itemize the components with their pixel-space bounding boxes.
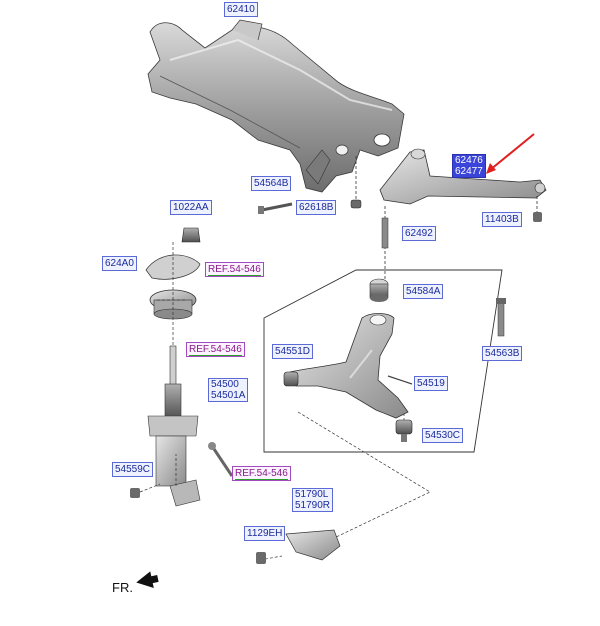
label-54530c[interactable]: 54530C bbox=[422, 428, 464, 443]
dashed-connectors bbox=[155, 299, 431, 561]
label-strut-b: 54501A bbox=[211, 390, 246, 401]
label-ref-mid[interactable]: REF.54-546 bbox=[186, 342, 245, 357]
label-1129eh[interactable]: 1129EH bbox=[244, 526, 286, 541]
label-51790l: 51790L bbox=[295, 489, 329, 500]
label-strut-a: 54500 bbox=[211, 379, 239, 390]
bolt-54564b-illustration bbox=[258, 202, 293, 214]
arm-62477-illustration bbox=[379, 148, 547, 205]
clip-54519-illustration bbox=[387, 375, 413, 385]
label-ref-top[interactable]: REF.54-546 bbox=[205, 262, 264, 277]
bolt-62492-illustration bbox=[381, 217, 389, 249]
callout-arrow-head bbox=[486, 163, 496, 174]
bolt-11403b-illustration bbox=[533, 212, 542, 222]
label-62618b[interactable]: 62618B bbox=[296, 200, 337, 215]
bush-54584a-illustration bbox=[369, 278, 389, 302]
label-51790r: 51790R bbox=[295, 500, 331, 511]
callout-arrow-line bbox=[489, 133, 535, 171]
ref-low-text: REF.54-546 bbox=[235, 468, 288, 480]
label-624a0[interactable]: 624A0 bbox=[102, 256, 137, 271]
label-54559c[interactable]: 54559C bbox=[112, 462, 154, 477]
label-11403b[interactable]: 11403B bbox=[482, 212, 522, 227]
nut-1022aa-illustration bbox=[181, 227, 201, 243]
strut-54500-illustration bbox=[147, 345, 201, 507]
label-arm-62476-62477[interactable]: 62476 62477 bbox=[452, 154, 486, 178]
label-54564b[interactable]: 54564B bbox=[251, 176, 292, 191]
label-1022aa[interactable]: 1022AA bbox=[170, 200, 212, 215]
nut-54559c-illustration bbox=[130, 488, 140, 498]
arm-bush-illustration bbox=[283, 371, 299, 387]
ref-mid-text: REF.54-546 bbox=[189, 344, 242, 356]
label-subframe[interactable]: 62410 bbox=[224, 2, 258, 17]
arm-54551d-illustration bbox=[289, 313, 409, 419]
joint-54530c-illustration bbox=[395, 419, 413, 442]
label-strut[interactable]: 54500 54501A bbox=[208, 378, 249, 402]
label-ref-low[interactable]: REF.54-546 bbox=[232, 466, 291, 481]
stabilizer-link-illustration bbox=[210, 445, 234, 477]
bolt-54563b-illustration bbox=[497, 301, 505, 337]
label-arm-lower: 62477 bbox=[455, 166, 483, 177]
knuckle-51790-illustration bbox=[285, 529, 341, 561]
label-54519[interactable]: 54519 bbox=[414, 376, 448, 391]
label-62492[interactable]: 62492 bbox=[402, 226, 436, 241]
lower-arm-group-box bbox=[263, 269, 503, 453]
front-arrow-icon bbox=[136, 571, 159, 588]
label-54584a[interactable]: 54584A bbox=[403, 284, 444, 299]
bolt-1129eh-illustration bbox=[256, 552, 266, 564]
ref-top-text: REF.54-546 bbox=[208, 264, 261, 276]
front-marker-text: FR. bbox=[112, 580, 133, 595]
label-54551d[interactable]: 54551D bbox=[272, 344, 314, 359]
subframe-illustration bbox=[147, 19, 405, 193]
label-54563b[interactable]: 54563B bbox=[482, 346, 523, 361]
label-51790[interactable]: 51790L 51790R bbox=[292, 488, 334, 512]
nut-62618b-illustration bbox=[350, 199, 362, 209]
label-arm-upper: 62476 bbox=[455, 155, 483, 166]
